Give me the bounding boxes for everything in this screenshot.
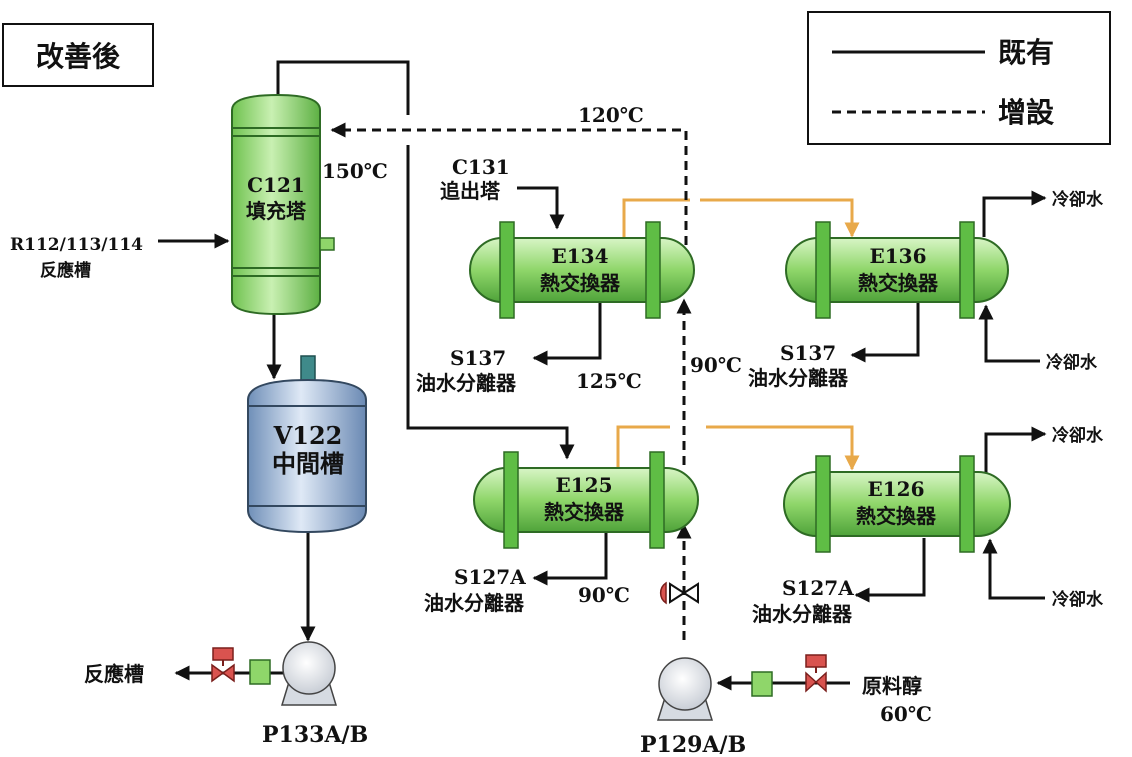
legend: 既有 增設 [807, 11, 1111, 145]
legend-new-label: 增設 [998, 96, 1055, 129]
title-label: 改善後 [36, 40, 121, 73]
e134-name: 熱交換器 [540, 271, 621, 295]
feed-valve [805, 654, 827, 693]
e136-code: E136 [870, 244, 927, 268]
e136-cooling-out-label: 冷卻水 [1052, 189, 1104, 210]
tank-name: 中間槽 [272, 449, 344, 478]
e125-code: E125 [556, 473, 613, 497]
column-overhead-pipe [276, 60, 410, 115]
temp-90: 90℃ [690, 353, 742, 377]
s137a-name: 油水分離器 [416, 371, 517, 395]
e126-name: 熱交換器 [856, 504, 937, 528]
e136-cooling-out-pipe [982, 190, 1047, 237]
pump-left-out-label: 反應槽 [84, 662, 144, 686]
overhead-to-e125-pipe [406, 145, 575, 460]
legend-existing-label: 既有 [998, 36, 1054, 69]
pump-p129 [656, 654, 827, 721]
tank-v122: V122 中間槽 [247, 355, 367, 534]
pump-left-coupling [249, 659, 271, 685]
s127a-b-name: 油水分離器 [752, 602, 853, 626]
e126-cooling-in-label: 冷卻水 [1052, 589, 1104, 610]
e134-code: E134 [552, 244, 609, 268]
e134-to-e136-line [700, 198, 860, 238]
e134-vapor-line [622, 198, 690, 238]
hx-e126: E126 熱交換器 [783, 455, 1011, 553]
reactor-code: R112/113/114 [10, 235, 143, 255]
column-c121: C121 填充塔 [231, 93, 335, 316]
s127a-a-code: S127A [454, 565, 526, 589]
e136-to-s137-pipe [850, 303, 920, 363]
pump-mid-coupling [751, 671, 773, 697]
column-code: C121 [247, 173, 305, 197]
c131-code: C131 [452, 155, 510, 179]
reactor-name: 反應槽 [40, 260, 91, 281]
e134-to-column-dashed [330, 122, 688, 245]
pump-p133 [211, 641, 338, 706]
tank-code: V122 [273, 421, 343, 450]
pump-mid-code: P129A/B [640, 732, 746, 757]
control-valve [659, 581, 699, 605]
s137b-name: 油水分離器 [748, 366, 849, 390]
title-box: 改善後 [2, 23, 154, 87]
temp-120: 120℃ [578, 103, 644, 127]
column-temp: 150℃ [322, 159, 388, 183]
e125-to-e126-line [706, 425, 860, 471]
e125-to-s127a-pipe [532, 522, 608, 586]
s127a-a-temp: 90℃ [578, 583, 630, 607]
e134-to-s137-pipe [532, 303, 602, 366]
e126-to-s127a-pipe [854, 538, 926, 603]
e125-name: 熱交換器 [544, 500, 625, 524]
e136-cooling-in-label: 冷卻水 [1046, 352, 1098, 373]
s137a-temp: 125℃ [576, 369, 642, 393]
hx-e136: E136 熱交換器 [785, 221, 1009, 319]
feed-temp: 60℃ [880, 702, 932, 726]
s137b-code: S137 [780, 341, 836, 365]
e125-vapor-line [616, 425, 670, 468]
e126-code: E126 [868, 477, 925, 501]
pump-left-code: P133A/B [262, 722, 368, 748]
e126-cooling-in-pipe [982, 538, 1045, 600]
s127a-b-code: S127A [782, 576, 854, 600]
s127a-a-name: 油水分離器 [424, 591, 525, 615]
column-name: 填充塔 [246, 199, 307, 223]
c131-name: 追出塔 [440, 179, 501, 203]
e126-cooling-out-label: 冷卻水 [1052, 425, 1104, 446]
e136-name: 熱交換器 [858, 271, 939, 295]
hx-e125: E125 熱交換器 [473, 451, 699, 549]
feed-name: 原料醇 [862, 674, 922, 698]
c131-to-e134-pipe [517, 186, 565, 230]
e136-cooling-in-pipe [978, 304, 1040, 363]
s137a-code: S137 [450, 346, 506, 370]
e126-cooling-out-pipe [984, 426, 1047, 475]
hx-e134: E134 熱交換器 [469, 221, 695, 319]
pump-left-valve [211, 647, 235, 683]
